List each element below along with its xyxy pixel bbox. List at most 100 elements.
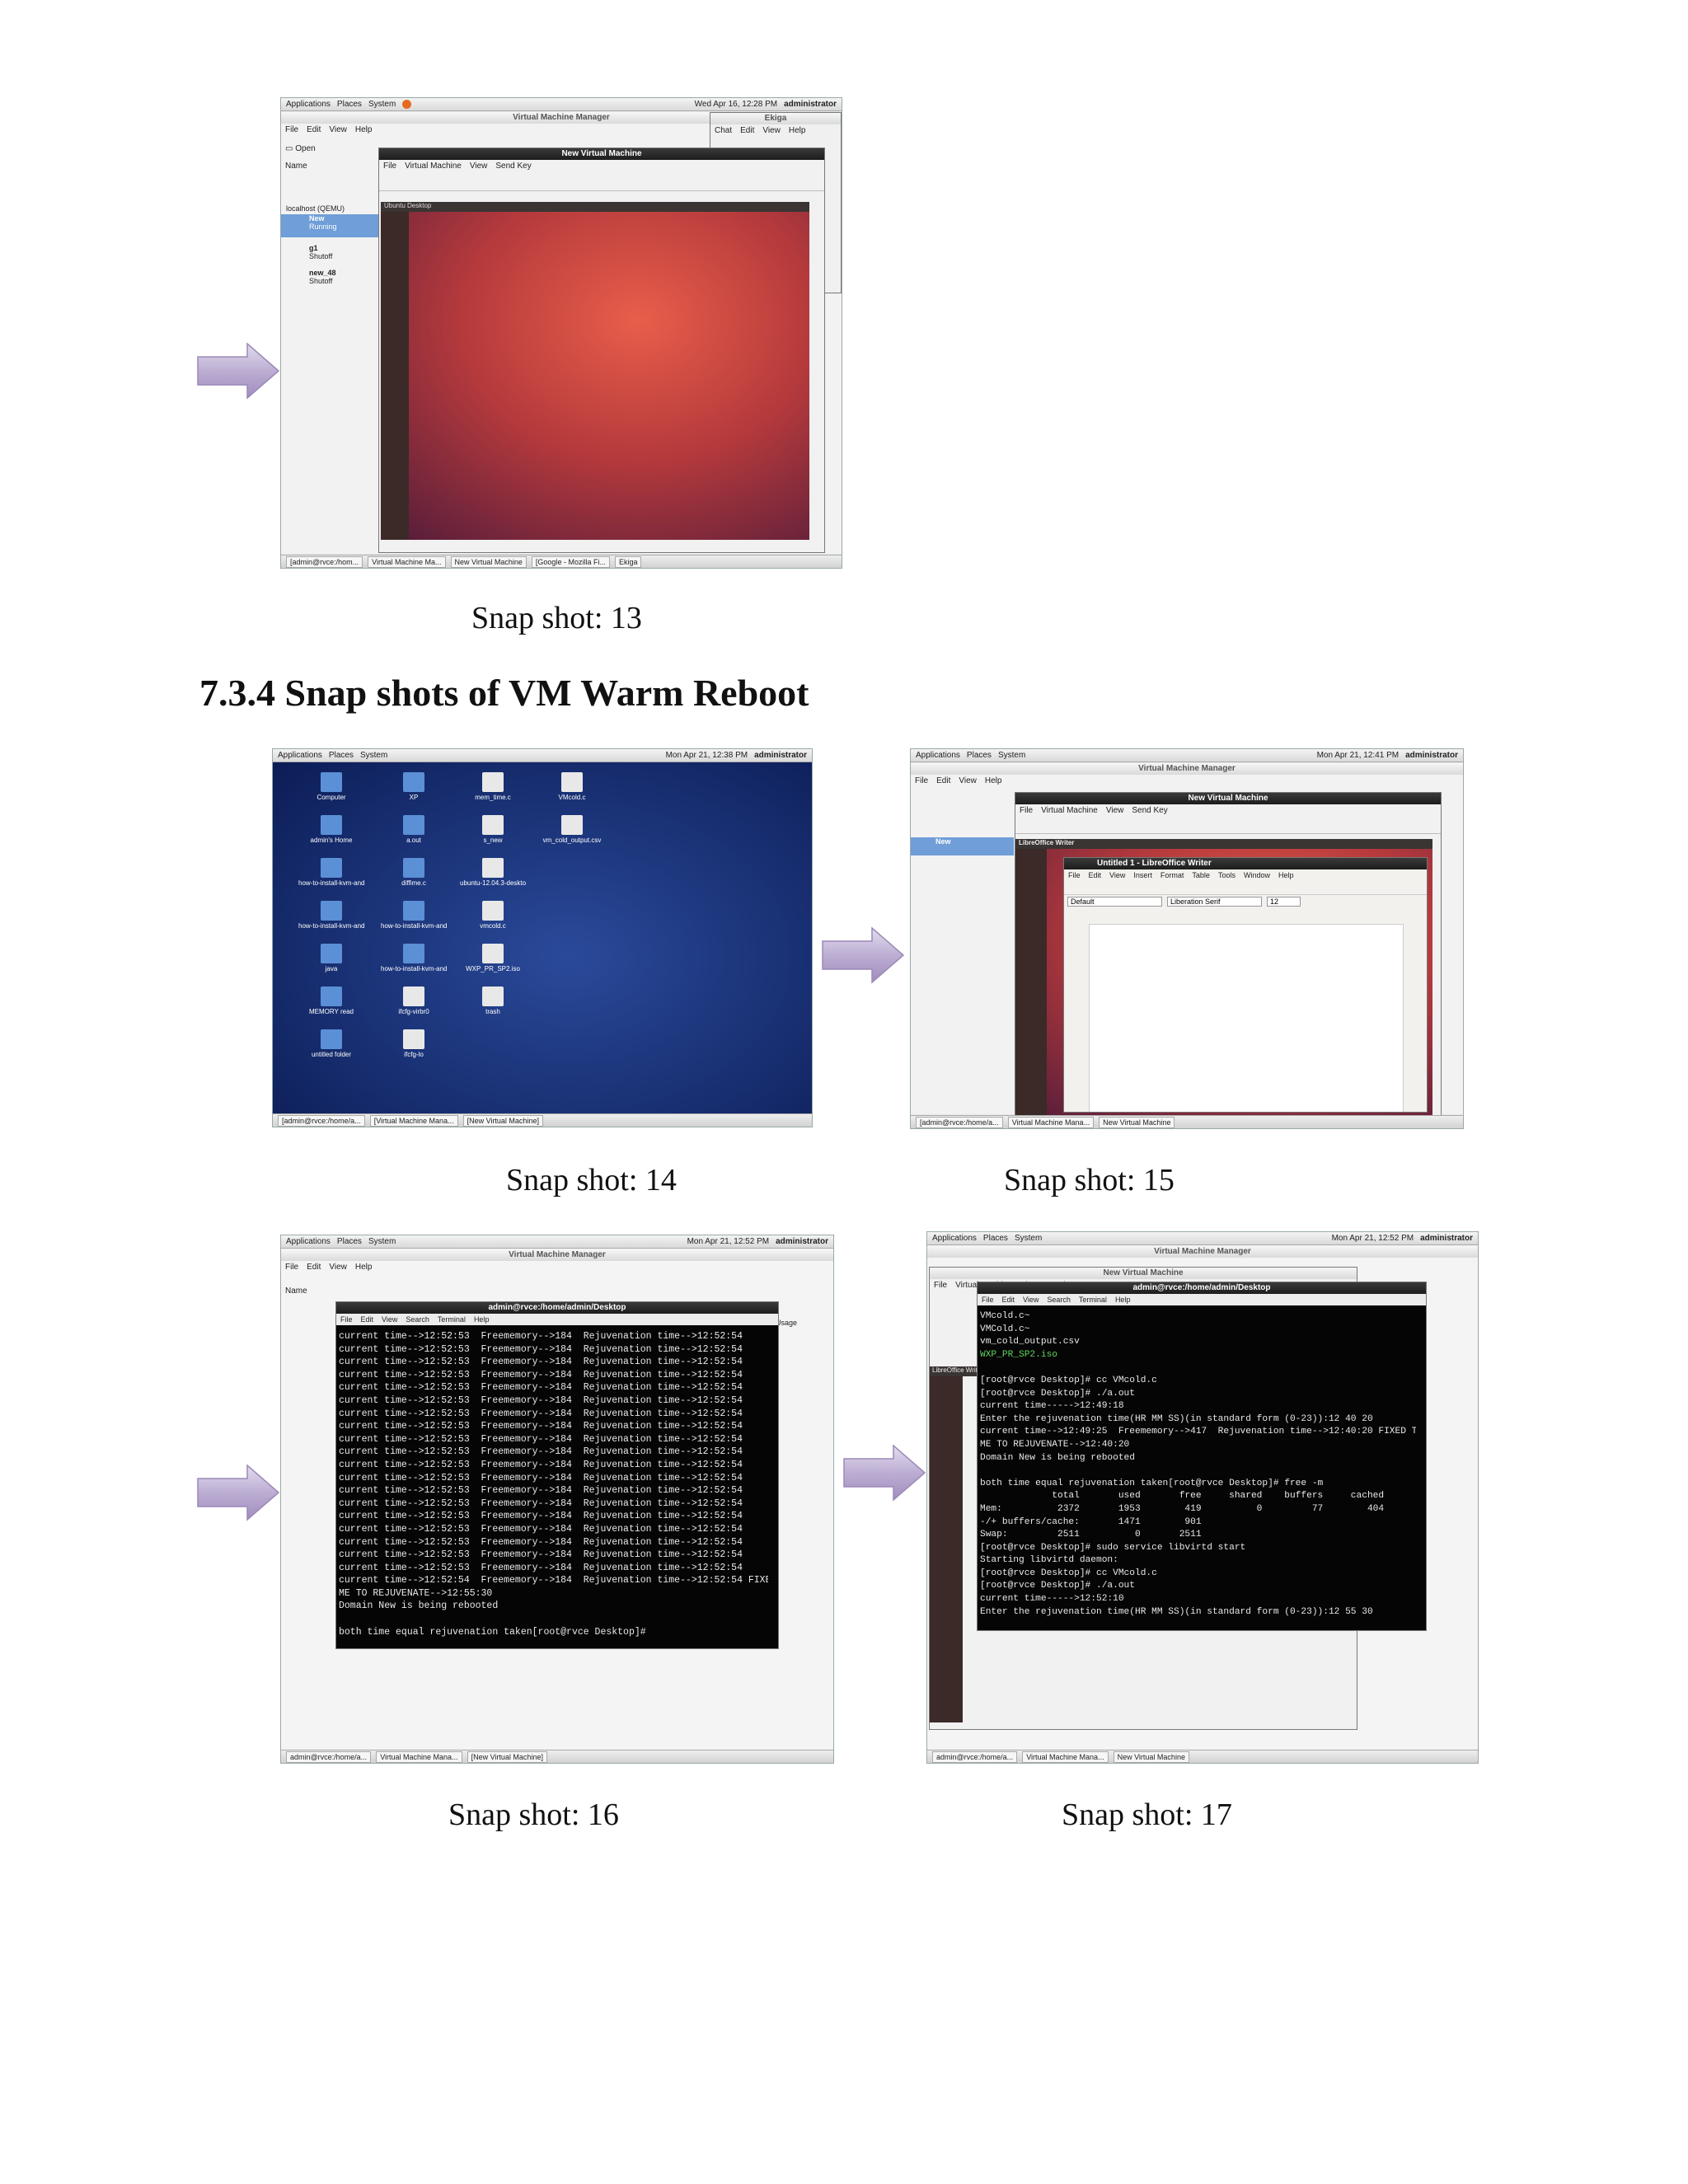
vmm-menu-help[interactable]: Help — [354, 125, 373, 134]
vmm-menu-view[interactable]: View — [329, 1263, 347, 1272]
places-menu[interactable]: Places — [328, 751, 354, 760]
ekiga-menu-help[interactable]: Help — [788, 126, 806, 135]
writer-page[interactable] — [1089, 924, 1404, 1112]
places-menu[interactable]: Places — [966, 751, 992, 760]
ubuntu-screen[interactable]: LibreOffice Writer Untitled 1 - LibreOff… — [1015, 839, 1432, 1119]
places-menu[interactable]: Places — [982, 1234, 1008, 1243]
writer-menu-item[interactable]: Insert — [1133, 871, 1152, 879]
user-name[interactable]: administrator — [1420, 1234, 1473, 1243]
terminal-menu-item[interactable]: Edit — [1001, 1296, 1015, 1304]
vmm-menu-edit[interactable]: Edit — [307, 125, 321, 134]
desktop-icon[interactable] — [321, 901, 342, 921]
desktop-icon[interactable] — [321, 987, 342, 1006]
system-menu[interactable]: System — [368, 1237, 396, 1246]
places-menu[interactable]: Places — [336, 100, 362, 109]
vm-row-new[interactable]: New — [911, 837, 1014, 855]
desktop-icon[interactable] — [403, 987, 424, 1006]
task-terminal[interactable]: [admin@rvce:/hom... — [286, 555, 363, 568]
user-name[interactable]: administrator — [784, 100, 837, 109]
system-menu[interactable]: System — [359, 751, 388, 760]
desktop-icon[interactable] — [482, 858, 504, 878]
task-terminal[interactable]: [admin@rvce:/home/a... — [278, 1114, 365, 1127]
task-vmm[interactable]: [Virtual Machine Mana... — [369, 1114, 458, 1127]
vm-row-new48[interactable]: new_48 Shutoff — [309, 269, 336, 285]
size-select[interactable]: 12 — [1267, 897, 1301, 907]
terminal-menu-item[interactable]: Help — [473, 1315, 490, 1324]
newvm-menu-view[interactable]: View — [469, 162, 488, 171]
style-select[interactable]: Default — [1067, 897, 1162, 907]
firefox-icon[interactable] — [402, 100, 412, 109]
desktop-icon[interactable] — [403, 815, 424, 835]
vmm-menu-help[interactable]: Help — [354, 1263, 373, 1272]
desktop-icon[interactable] — [321, 858, 342, 878]
task-ekiga[interactable]: Ekiga — [614, 555, 642, 568]
vmm-menu-view[interactable]: View — [959, 776, 977, 785]
terminal-menu-item[interactable]: Terminal — [437, 1315, 466, 1324]
task-terminal[interactable]: admin@rvce:/home/a... — [286, 1750, 372, 1763]
desktop-icon[interactable] — [482, 987, 504, 1006]
terminal-menu-item[interactable]: Search — [1047, 1296, 1071, 1304]
user-name[interactable]: administrator — [776, 1237, 828, 1246]
ekiga-menu-chat[interactable]: Chat — [715, 126, 733, 135]
writer-menu-item[interactable]: File — [1068, 871, 1081, 879]
task-newvm[interactable]: [New Virtual Machine] — [462, 1114, 543, 1127]
system-menu[interactable]: System — [1014, 1234, 1043, 1243]
applications-menu[interactable]: Applications — [278, 751, 322, 760]
task-terminal[interactable]: admin@rvce:/home/a... — [932, 1750, 1018, 1763]
vm-row-g1[interactable]: g1 Shutoff — [309, 244, 333, 260]
terminal-menu-item[interactable]: Terminal — [1078, 1296, 1107, 1304]
newvm-menu-file[interactable]: File — [1020, 806, 1034, 815]
task-terminal[interactable]: [admin@rvce:/home/a... — [916, 1116, 1003, 1128]
task-vmm[interactable]: Virtual Machine Mana... — [1022, 1750, 1109, 1763]
task-firefox[interactable]: [Google - Mozilla Fi... — [531, 555, 610, 568]
ekiga-menu-edit[interactable]: Edit — [740, 126, 755, 135]
newvm-menu-vm[interactable]: Virtual Machine — [1041, 806, 1098, 815]
writer-menu-item[interactable]: Help — [1278, 871, 1294, 879]
applications-menu[interactable]: Applications — [286, 1237, 331, 1246]
applications-menu[interactable]: Applications — [286, 100, 331, 109]
newvm-menu-view[interactable]: View — [1105, 806, 1124, 815]
terminal-output[interactable]: current time-->12:52:53 Freememory-->184… — [336, 1329, 768, 1648]
system-menu[interactable]: System — [368, 100, 396, 109]
vmm-menu-view[interactable]: View — [329, 125, 347, 134]
desktop-icon[interactable] — [482, 815, 504, 835]
vmm-menu-file[interactable]: File — [285, 125, 299, 134]
newvm-menu-sendkey[interactable]: Send Key — [1132, 806, 1168, 815]
task-vmm[interactable]: Virtual Machine Mana... — [1007, 1116, 1095, 1128]
task-vmm[interactable]: Virtual Machine Ma... — [368, 555, 446, 568]
desktop-icon[interactable] — [321, 815, 342, 835]
terminal-menu-item[interactable]: Edit — [360, 1315, 374, 1324]
ubuntu-screen[interactable]: Ubuntu Desktop — [381, 202, 809, 540]
desktop-icon[interactable] — [482, 901, 504, 921]
vmm-menu-edit[interactable]: Edit — [936, 776, 951, 785]
applications-menu[interactable]: Applications — [916, 751, 960, 760]
desktop-icon[interactable] — [482, 772, 504, 792]
desktop-icon[interactable] — [403, 1029, 424, 1049]
newvm-menu-sendkey[interactable]: Send Key — [495, 162, 532, 171]
terminal-menu-item[interactable]: Help — [1114, 1296, 1131, 1304]
terminal-menu-item[interactable]: View — [1023, 1296, 1039, 1304]
desktop-icon[interactable] — [321, 944, 342, 963]
vmm-open-button[interactable]: ▭ Open — [285, 144, 316, 153]
desktop-icon[interactable] — [403, 772, 424, 792]
writer-menu-item[interactable]: View — [1109, 871, 1126, 879]
newvm-menu-file[interactable]: File — [934, 1281, 948, 1290]
terminal-menu-item[interactable]: File — [982, 1296, 994, 1304]
task-vmm[interactable]: Virtual Machine Mana... — [376, 1750, 462, 1763]
task-newvm[interactable]: New Virtual Machine — [1099, 1116, 1175, 1128]
places-menu[interactable]: Places — [336, 1237, 362, 1246]
vmm-menu-edit[interactable]: Edit — [307, 1263, 321, 1272]
task-newvm[interactable]: [New Virtual Machine] — [467, 1750, 547, 1763]
writer-menu-item[interactable]: Window — [1243, 871, 1270, 879]
desktop-icon[interactable] — [321, 1029, 342, 1049]
user-name[interactable]: administrator — [754, 751, 807, 760]
desktop-icon[interactable] — [561, 772, 583, 792]
task-newvm[interactable]: New Virtual Machine — [1113, 1750, 1189, 1763]
desktop-icon[interactable] — [403, 901, 424, 921]
vmm-menu-help[interactable]: Help — [984, 776, 1002, 785]
task-newvm[interactable]: New Virtual Machine — [450, 555, 527, 568]
writer-menu-item[interactable]: Edit — [1088, 871, 1102, 879]
terminal-menu-item[interactable]: File — [340, 1315, 353, 1324]
desktop-icon[interactable] — [403, 858, 424, 878]
vmm-menu-file[interactable]: File — [285, 1263, 299, 1272]
